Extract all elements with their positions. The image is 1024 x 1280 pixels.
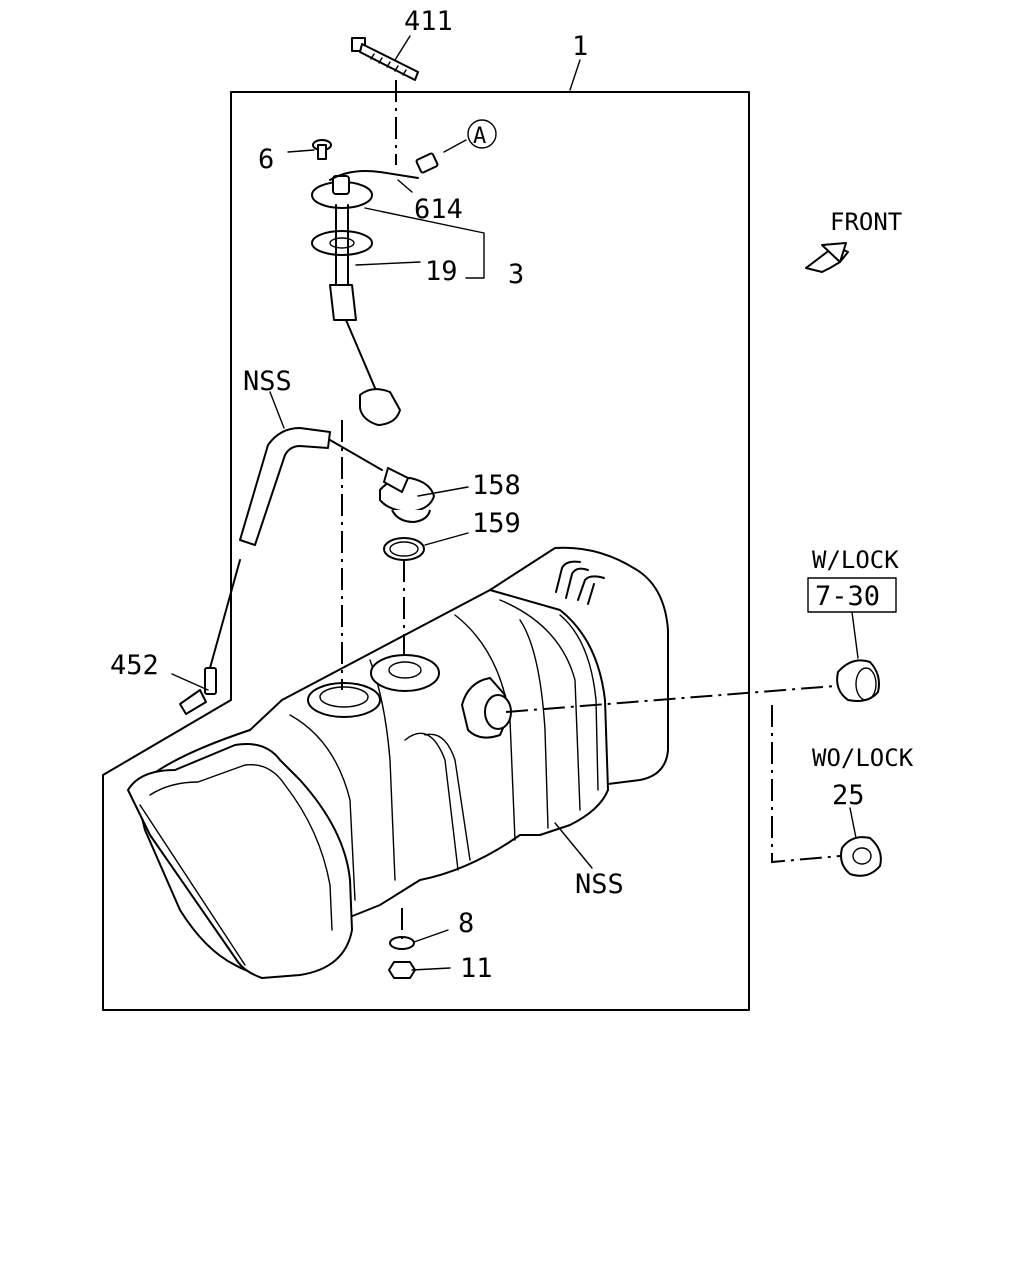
callout-158: 158 xyxy=(472,470,521,501)
fuel-tank xyxy=(127,546,669,979)
callout-A-circle xyxy=(467,119,497,149)
pump-wire-harness xyxy=(329,170,419,181)
callout-452: 452 xyxy=(110,650,159,681)
nut xyxy=(388,961,416,979)
callout-411: 411 xyxy=(404,6,453,37)
screw xyxy=(312,139,332,160)
callout-nss-top: NSS xyxy=(243,366,292,397)
callout-8: 8 xyxy=(458,908,474,939)
callout-7-30: 7-30 xyxy=(815,581,880,612)
callout-nss-bottom: NSS xyxy=(575,869,624,900)
callout-19: 19 xyxy=(425,256,458,287)
front-label: FRONT xyxy=(830,208,902,236)
with-lock-label: W/LOCK xyxy=(812,546,899,574)
fuel-cap-with-lock xyxy=(836,659,880,702)
hose-fitting xyxy=(179,667,217,715)
vent-hose xyxy=(239,427,331,546)
cable-tie xyxy=(351,37,419,81)
vent-valve xyxy=(379,467,435,523)
callout-6: 6 xyxy=(258,144,274,175)
assembly-boundary xyxy=(102,91,750,1011)
fuel-pump-sender-unit xyxy=(311,175,401,426)
callout-1: 1 xyxy=(572,31,588,62)
ref-box-7-30 xyxy=(807,577,897,613)
callout-25: 25 xyxy=(832,780,865,811)
fuel-cap-without-lock xyxy=(840,836,882,877)
connector-A xyxy=(415,152,439,174)
without-lock-label: WO/LOCK xyxy=(812,744,914,772)
callout-3: 3 xyxy=(508,259,524,290)
callout-11: 11 xyxy=(460,953,493,984)
callout-A: A xyxy=(473,124,486,149)
callout-614: 614 xyxy=(414,194,463,225)
callout-159: 159 xyxy=(472,508,521,539)
